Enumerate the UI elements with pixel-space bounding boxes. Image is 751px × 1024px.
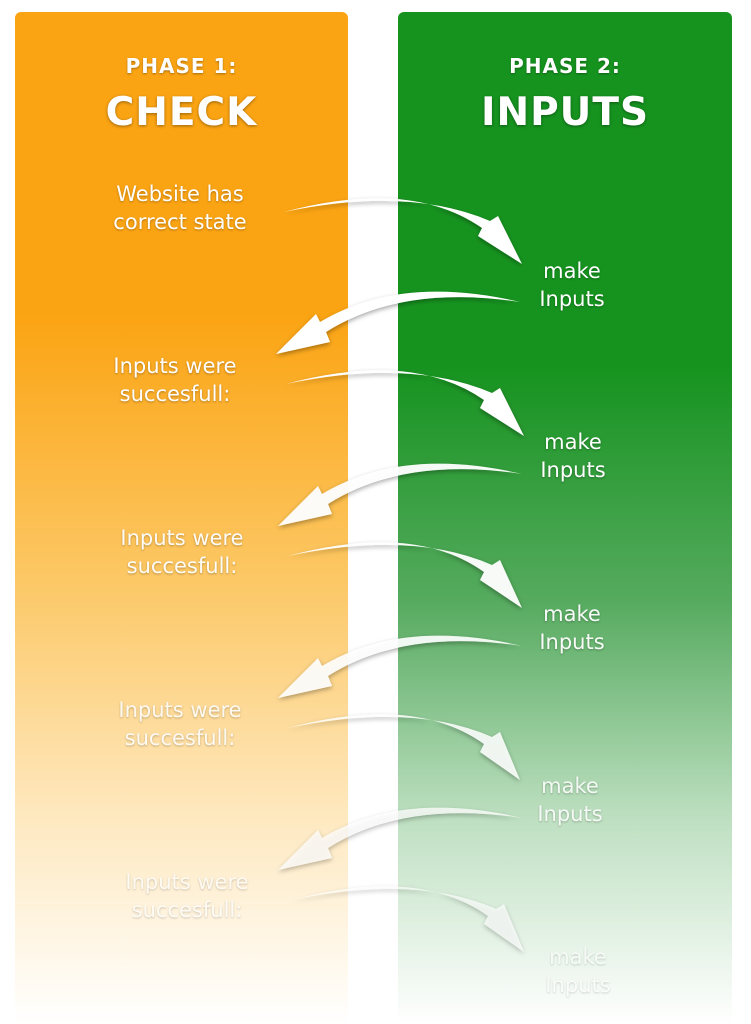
check-step-5-line2: succesfull: bbox=[131, 898, 243, 922]
input-step-1: make Inputs bbox=[522, 257, 622, 313]
check-step-5-line1: Inputs were bbox=[125, 870, 249, 894]
check-step-4: Inputs were succesfull: bbox=[80, 696, 280, 752]
check-step-4-line1: Inputs were bbox=[118, 698, 242, 722]
input-step-5: make Inputs bbox=[528, 943, 628, 999]
input-step-5-line1: make bbox=[549, 945, 607, 969]
input-step-2-line1: make bbox=[544, 430, 602, 454]
input-step-3-line1: make bbox=[543, 602, 601, 626]
check-step-2-line1: Inputs were bbox=[113, 354, 237, 378]
check-step-1-line2: correct state bbox=[113, 210, 247, 234]
check-step-4-line2: succesfull: bbox=[124, 726, 236, 750]
input-step-2: make Inputs bbox=[523, 428, 623, 484]
check-step-5: Inputs were succesfull: bbox=[87, 868, 287, 924]
check-step-3-line2: succesfull: bbox=[126, 554, 238, 578]
input-step-1-line1: make bbox=[543, 259, 601, 283]
check-step-1-line1: Website has bbox=[116, 182, 244, 206]
check-step-2-line2: succesfull: bbox=[119, 382, 231, 406]
input-step-4-line2: Inputs bbox=[537, 802, 603, 826]
input-step-3-line2: Inputs bbox=[539, 630, 605, 654]
input-step-3: make Inputs bbox=[522, 600, 622, 656]
phase-2-column: PHASE 2: INPUTS bbox=[398, 12, 732, 1024]
phase-1-title: CHECK bbox=[105, 90, 258, 135]
phase-2-title: INPUTS bbox=[480, 90, 650, 135]
check-step-1: Website has correct state bbox=[80, 180, 280, 236]
input-step-1-line2: Inputs bbox=[539, 287, 605, 311]
check-step-3-line1: Inputs were bbox=[120, 526, 244, 550]
check-step-2: Inputs were succesfull: bbox=[75, 352, 275, 408]
check-step-3: Inputs were succesfull: bbox=[82, 524, 282, 580]
input-step-4: make Inputs bbox=[520, 772, 620, 828]
phase-2-label: PHASE 2: bbox=[509, 54, 621, 78]
input-step-4-line1: make bbox=[541, 774, 599, 798]
input-step-5-line2: Inputs bbox=[545, 973, 611, 997]
input-step-2-line2: Inputs bbox=[540, 458, 606, 482]
phase-1-label: PHASE 1: bbox=[125, 54, 238, 78]
